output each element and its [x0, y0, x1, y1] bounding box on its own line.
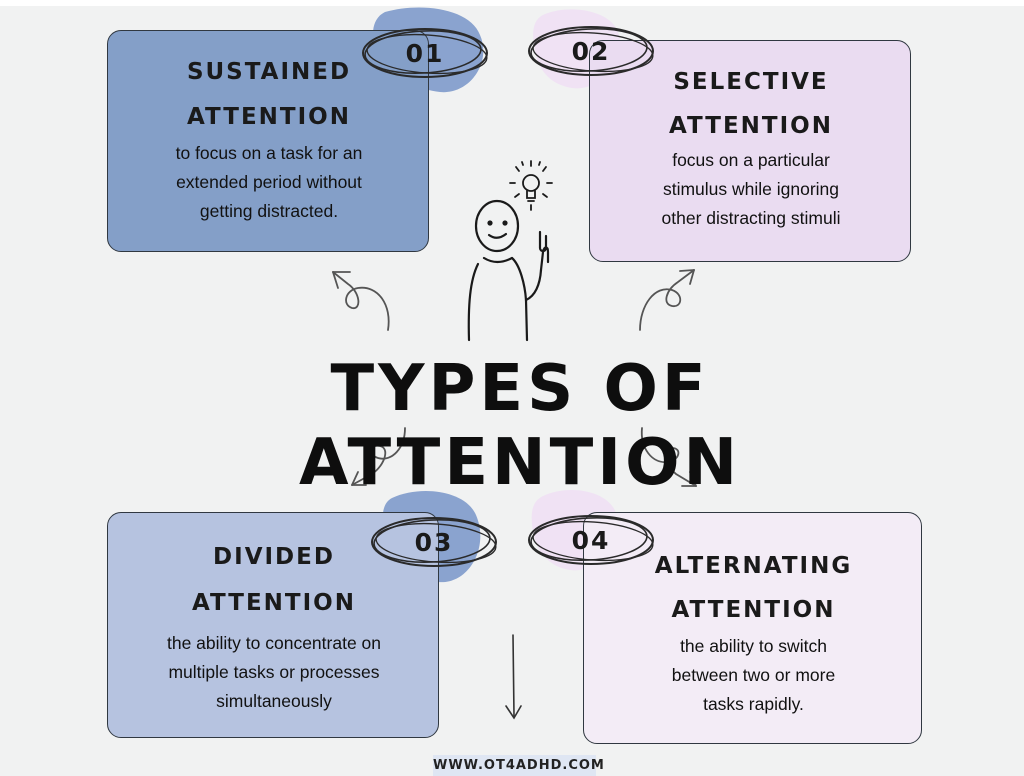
curly-arrow-icon — [639, 269, 695, 331]
thinking-person-icon — [467, 199, 550, 342]
website-footer[interactable]: WWW.OT4ADHD.COM — [433, 755, 604, 776]
card-title-line1: DIVIDED — [213, 544, 335, 570]
description-line: getting distracted. — [199, 201, 339, 221]
badge-03: 03 — [366, 511, 502, 573]
badge-01: 01 — [357, 22, 493, 84]
badge-number: 02 — [571, 36, 611, 66]
description-line: extended period without — [176, 172, 362, 192]
card-title-line2: ATTENTION — [669, 113, 833, 139]
curly-arrow-icon — [351, 427, 406, 486]
top-band — [0, 0, 1024, 6]
description-line: focus on a particular — [672, 150, 830, 170]
scribble-oval-icon — [371, 517, 497, 567]
description-line: simultaneously — [216, 691, 332, 711]
card-title-line1: SELECTIVE — [673, 69, 829, 95]
description-line: multiple tasks or processes — [168, 662, 380, 682]
badge-number: 04 — [571, 525, 611, 555]
description-line: stimulus while ignoring — [662, 179, 840, 199]
scribble-oval-icon — [362, 28, 488, 78]
scribble-oval-icon — [528, 515, 654, 565]
description-line: the ability to concentrate on — [166, 633, 382, 653]
badge-number: 03 — [414, 527, 454, 557]
badge-number: 01 — [405, 38, 445, 68]
description-line: tasks rapidly. — [703, 694, 804, 714]
curly-arrow-icon — [332, 271, 390, 331]
badge-04: 04 — [523, 509, 659, 571]
scribble-oval-icon — [528, 26, 654, 76]
description-line: the ability to switch — [680, 636, 827, 656]
card-description: the ability to switch between two or mor… — [584, 632, 923, 719]
description-line: other distracting stimuli — [661, 208, 841, 228]
card-title-line1: SUSTAINED — [186, 59, 352, 85]
card-description: the ability to concentrate on multiple t… — [108, 629, 440, 716]
page-title: TYPES OF ATTENTION — [298, 352, 742, 500]
curly-arrow-icon — [640, 427, 697, 487]
badge-02: 02 — [523, 20, 659, 82]
down-arrow-icon — [505, 634, 522, 720]
lightbulb-icon — [509, 160, 553, 211]
card-description: to focus on a task for an extended perio… — [108, 139, 430, 226]
description-line: to focus on a task for an — [175, 143, 363, 163]
description-line: between two or more — [671, 665, 836, 685]
card-title-line2: ATTENTION — [187, 104, 351, 130]
card-title-line2: ATTENTION — [192, 590, 356, 616]
card-selective-attention: SELECTIVE ATTENTION focus on a particula… — [589, 40, 911, 262]
card-description: focus on a particular stimulus while ign… — [590, 146, 912, 233]
card-title-line2: ATTENTION — [671, 597, 836, 623]
card-alternating-attention: ALTERNATING ATTENTION the ability to swi… — [583, 512, 922, 744]
card-title-line1: ALTERNATING — [654, 553, 853, 579]
